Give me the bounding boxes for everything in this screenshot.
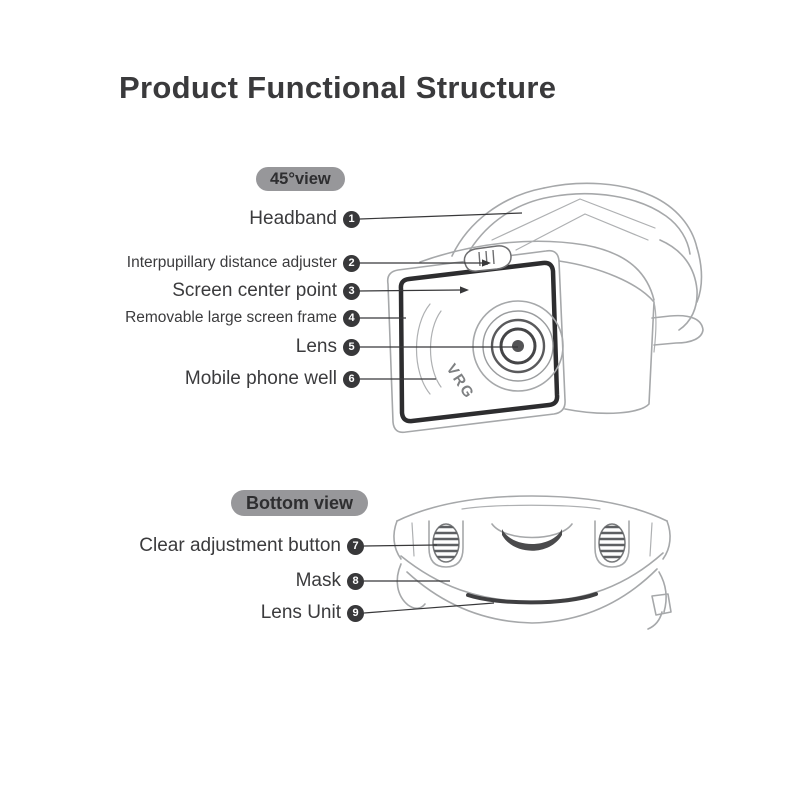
part-row-phone-well: Mobile phone well 6 bbox=[184, 368, 360, 389]
right-strap-slot-drawing bbox=[647, 571, 672, 630]
screen-frame-drawing bbox=[398, 260, 560, 424]
part-label-screen-frame: Removable large screen frame bbox=[125, 309, 337, 326]
headset-body bbox=[386, 240, 657, 434]
part-label-phone-well: Mobile phone well bbox=[184, 368, 337, 389]
part-row-lens-unit: Lens Unit 9 bbox=[260, 602, 364, 623]
part-label-ipd-adjuster: Interpupillary distance adjuster bbox=[126, 254, 337, 271]
part-label-adjustment-button: Clear adjustment button bbox=[139, 535, 341, 556]
leader-lines bbox=[357, 212, 523, 614]
part-number-7: 7 bbox=[347, 537, 364, 555]
brand-logo: VRG bbox=[443, 361, 478, 403]
part-label-screen-center-point: Screen center point bbox=[172, 280, 337, 301]
part-number-5: 5 bbox=[343, 338, 360, 356]
part-number-2: 2 bbox=[343, 254, 360, 272]
part-row-screen-frame: Removable large screen frame 4 bbox=[125, 308, 360, 328]
part-label-lens: Lens bbox=[295, 336, 337, 357]
part-number-1: 1 bbox=[343, 210, 360, 228]
headband-drawing bbox=[451, 182, 704, 346]
part-label-mask: Mask bbox=[295, 570, 341, 591]
lens-unit-drawing bbox=[491, 523, 573, 551]
lens-drawing bbox=[472, 300, 564, 392]
part-row-mask: Mask 8 bbox=[295, 570, 364, 591]
badge-45-view: 45°view bbox=[256, 167, 345, 191]
mask-drawing bbox=[400, 552, 664, 624]
part-number-3: 3 bbox=[343, 282, 360, 300]
phone-well-drawing bbox=[416, 303, 442, 395]
part-row-headband: Headband 1 bbox=[249, 208, 360, 229]
left-hook-drawing bbox=[396, 563, 426, 610]
part-row-screen-center-point: Screen center point 3 bbox=[172, 280, 360, 301]
ipd-adjuster-drawing bbox=[463, 245, 512, 272]
headset-45-view: VRG bbox=[386, 182, 704, 434]
part-number-6: 6 bbox=[343, 370, 360, 388]
part-row-lens: Lens 5 bbox=[295, 336, 360, 357]
part-row-adjustment-button: Clear adjustment button 7 bbox=[139, 535, 364, 556]
part-label-headband: Headband bbox=[249, 208, 337, 229]
badge-bottom-view: Bottom view bbox=[231, 490, 369, 516]
part-label-lens-unit: Lens Unit bbox=[260, 602, 341, 623]
part-number-9: 9 bbox=[347, 604, 364, 622]
bottom-body-drawing bbox=[393, 495, 671, 560]
adjustment-dial-left bbox=[428, 520, 464, 568]
adjustment-dial-right bbox=[594, 520, 630, 568]
part-number-4: 4 bbox=[343, 309, 360, 327]
page-title: Product Functional Structure bbox=[119, 70, 557, 105]
part-row-ipd-adjuster: Interpupillary distance adjuster 2 bbox=[127, 253, 360, 273]
part-number-8: 8 bbox=[347, 572, 364, 590]
headset-bottom-view bbox=[393, 495, 672, 630]
